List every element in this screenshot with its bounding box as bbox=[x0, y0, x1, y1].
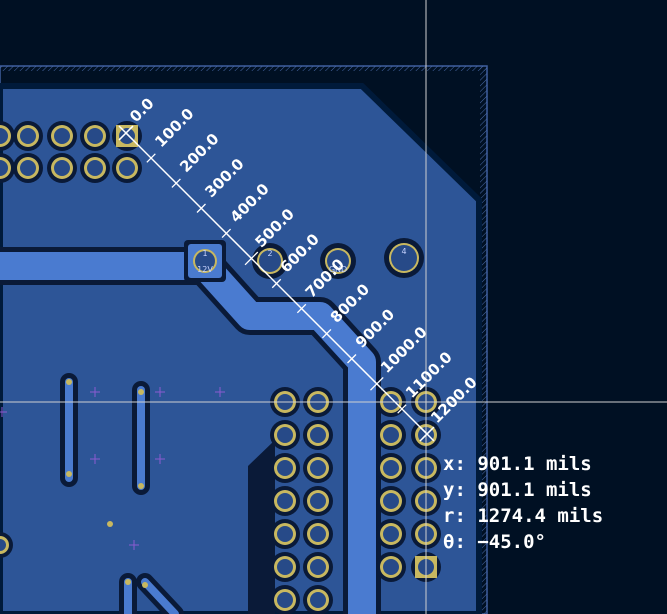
through-hole-pad[interactable] bbox=[270, 453, 300, 483]
pad-gnd[interactable]: GND bbox=[320, 243, 356, 279]
through-hole-pad[interactable] bbox=[270, 552, 300, 582]
through-hole-pad[interactable] bbox=[0, 121, 15, 151]
through-hole-pad[interactable] bbox=[376, 420, 406, 450]
through-hole-pad[interactable] bbox=[270, 585, 300, 614]
ruler-tick bbox=[422, 429, 432, 439]
ruler-tick bbox=[397, 404, 407, 414]
via bbox=[107, 521, 113, 527]
pad-4-number: 4 bbox=[401, 247, 406, 256]
through-hole-pad[interactable] bbox=[13, 153, 43, 183]
pad-2[interactable]: 2 bbox=[252, 243, 288, 279]
through-hole-pad[interactable] bbox=[270, 486, 300, 516]
ruler-tick bbox=[196, 203, 206, 213]
through-hole-pad[interactable] bbox=[112, 121, 142, 151]
through-hole-pad[interactable] bbox=[303, 453, 333, 483]
through-hole-pad[interactable] bbox=[303, 420, 333, 450]
measurement-readout: x: 901.1 mils y: 901.1 mils r: 1274.4 mi… bbox=[443, 453, 603, 553]
ruler-tick bbox=[296, 303, 307, 314]
ruler-tick bbox=[171, 178, 181, 188]
via bbox=[138, 389, 144, 395]
through-hole-pad[interactable] bbox=[47, 153, 77, 183]
through-hole-pad[interactable] bbox=[13, 121, 43, 151]
ruler-tick bbox=[146, 153, 156, 163]
through-hole-pad[interactable] bbox=[303, 585, 333, 614]
readout-r: r: 1274.4 mils bbox=[443, 505, 603, 527]
header-keepout bbox=[248, 440, 275, 614]
through-hole-pad[interactable] bbox=[376, 486, 406, 516]
pad-1-net: 12V bbox=[197, 265, 213, 274]
ruler-tick bbox=[370, 377, 384, 391]
ruler-tick bbox=[347, 354, 357, 364]
power-track-fill bbox=[0, 252, 376, 614]
pad-4[interactable]: 4 bbox=[384, 238, 424, 278]
board-edge-hatch-top bbox=[0, 66, 487, 71]
via bbox=[66, 379, 72, 385]
marker-cross bbox=[155, 454, 165, 464]
through-hole-pad[interactable] bbox=[112, 153, 142, 183]
through-hole-pads bbox=[0, 121, 441, 614]
through-hole-pad[interactable] bbox=[376, 552, 406, 582]
marker-cross bbox=[155, 387, 165, 397]
through-hole-pad[interactable] bbox=[47, 121, 77, 151]
marker-cross bbox=[215, 387, 225, 397]
through-hole-pad[interactable] bbox=[270, 519, 300, 549]
board-edge-hatch bbox=[480, 66, 487, 614]
through-hole-pad[interactable] bbox=[303, 519, 333, 549]
ruler-tick bbox=[244, 251, 259, 266]
via bbox=[142, 582, 148, 588]
through-hole-pad[interactable] bbox=[376, 519, 406, 549]
pad-12v[interactable]: 1 12V bbox=[184, 240, 226, 282]
pad-3-net: GND bbox=[329, 265, 347, 274]
via bbox=[66, 471, 72, 477]
marker-cross bbox=[90, 387, 100, 397]
marker-crosses bbox=[0, 387, 225, 550]
marker-cross bbox=[90, 454, 100, 464]
through-hole-pad[interactable] bbox=[80, 153, 110, 183]
ruler-tick bbox=[119, 126, 133, 140]
marker-cross bbox=[129, 540, 139, 550]
marker-cross bbox=[0, 407, 7, 417]
through-hole-pad[interactable] bbox=[376, 453, 406, 483]
via bbox=[125, 579, 131, 585]
bottom-track-fill bbox=[124, 578, 179, 614]
ruler-tick bbox=[321, 328, 332, 339]
through-hole-pad[interactable] bbox=[270, 420, 300, 450]
through-hole-pad[interactable] bbox=[0, 532, 13, 558]
ruler-tick bbox=[221, 228, 232, 239]
through-hole-pad[interactable] bbox=[303, 552, 333, 582]
readout-x: x: 901.1 mils bbox=[443, 453, 592, 475]
ruler-tick bbox=[271, 278, 282, 289]
through-hole-pad[interactable] bbox=[0, 153, 15, 183]
through-hole-pad[interactable] bbox=[80, 121, 110, 151]
pad-2-number: 2 bbox=[267, 249, 272, 258]
pad-1-number: 1 bbox=[202, 249, 207, 258]
via bbox=[138, 483, 144, 489]
readout-y: y: 901.1 mils bbox=[443, 479, 592, 501]
readout-theta: θ: −45.0° bbox=[443, 531, 546, 553]
through-hole-pad[interactable] bbox=[303, 486, 333, 516]
